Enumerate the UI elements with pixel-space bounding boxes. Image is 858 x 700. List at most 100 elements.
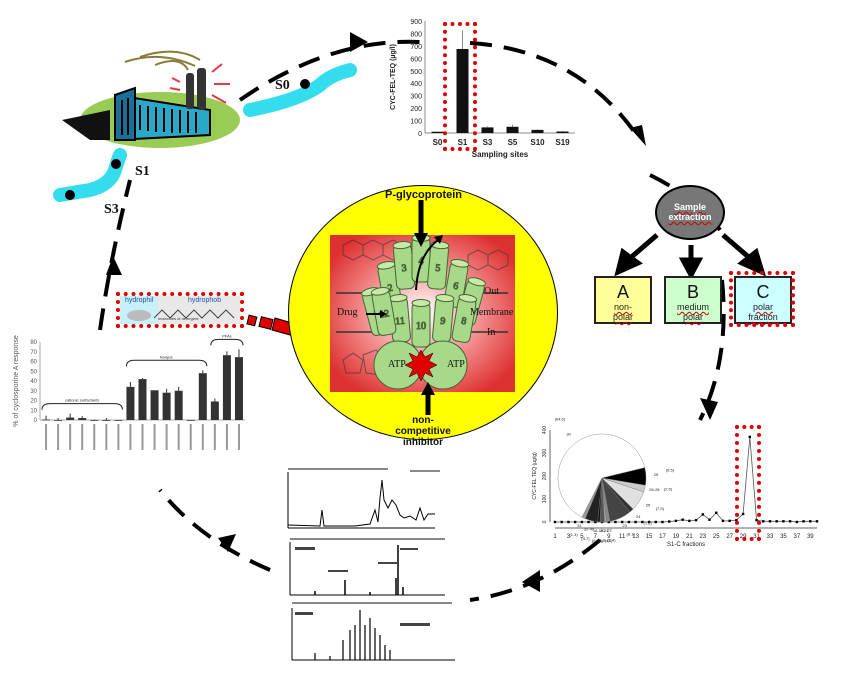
data-point: [728, 519, 731, 523]
helix-number-11: 11: [395, 316, 406, 328]
inhibitor-label-line1: non-competitive: [395, 415, 451, 437]
bar-c4: [78, 418, 87, 420]
sample-extraction-label-1: Sample: [673, 202, 706, 212]
fraction-a-line2: polar: [612, 312, 633, 322]
data-point: [815, 520, 819, 523]
x-tick-label-c16: [225, 424, 228, 450]
arrowhead-left: [106, 256, 122, 275]
x-tick-label-c6: [105, 424, 108, 450]
x-tick-label-c15: [213, 424, 216, 450]
data-point: [661, 520, 664, 524]
y-tick-label: 30: [30, 389, 37, 395]
data-point: [580, 520, 584, 524]
atp-left-label: ATP: [388, 359, 406, 370]
atp-right-label: ATP: [447, 359, 465, 370]
y-tick-label: 400: [410, 81, 422, 88]
fraction-a-letter: A: [616, 282, 629, 302]
arrowhead-top: [350, 32, 368, 52]
pie-value-label: (6.5): [666, 468, 675, 473]
y-tick-label: 40: [30, 379, 37, 385]
pie-value-label: (7.5): [656, 506, 665, 511]
extraction-arrows: [614, 233, 766, 281]
x-tick-label: 25: [713, 534, 720, 540]
x-tick-label: S0: [433, 138, 443, 147]
x-tick-label: S3: [483, 138, 493, 147]
s1-highlight-box: [443, 22, 477, 151]
pie-value-label: (64.6): [555, 417, 566, 422]
x-tick-label-c9: [141, 424, 144, 450]
helix-8: 8: [451, 294, 478, 343]
x-tick-label: 39: [807, 534, 814, 540]
data-point: [701, 513, 704, 516]
sampling-points: [65, 79, 310, 200]
x-tick-label-c7: [117, 424, 120, 450]
fraction-c-line1: polar: [752, 302, 773, 312]
fraction-c-letter: C: [756, 282, 770, 302]
arrowhead-right: [700, 398, 718, 420]
spectrum-a: [287, 468, 440, 529]
arrowhead-bottom-left: [218, 534, 236, 552]
y-tick-label: 800: [410, 31, 422, 38]
x-tick-label: 21: [686, 534, 693, 540]
bar-c10: [150, 390, 159, 420]
pie-value-label: (1.3): [569, 532, 578, 537]
bar-S19: [556, 131, 569, 133]
pie-label: 23: [623, 523, 628, 528]
fraction-b-letter: B: [686, 282, 699, 302]
bar-c15: [210, 401, 219, 420]
data-point: [721, 519, 725, 523]
sample-extraction-node: Sample extraction: [655, 185, 725, 240]
site-dot-s1: [111, 159, 121, 169]
helix-top: [450, 259, 470, 268]
hydrophilic-head-icon: [127, 310, 151, 321]
x-tick-label: 7: [594, 534, 598, 540]
pgp-title: P-glycoprotein: [385, 189, 463, 201]
helix-number-3: 3: [401, 263, 407, 274]
x-tick-label: 37: [794, 534, 801, 540]
fraction-c-highlight-box: [729, 271, 795, 327]
y-tick-label: 0: [418, 131, 422, 138]
site-label-s3: S3: [104, 202, 119, 217]
group-bracket: [41, 403, 123, 410]
spectrum-b: [289, 538, 445, 596]
helix-10: 10: [411, 299, 431, 348]
y-tick-label: 0: [542, 520, 548, 523]
pie-value-label: (8.1): [627, 532, 636, 537]
x-tick-label-c1: [45, 424, 48, 450]
bar-S10: [531, 129, 544, 133]
data-point: [775, 520, 778, 523]
data-point: [788, 520, 792, 523]
group-label: PFAs: [222, 333, 232, 338]
y-tick-label: 600: [410, 56, 422, 63]
efflux-arrow: [415, 239, 439, 291]
data-point: [782, 520, 785, 523]
bar-c12: [174, 390, 183, 420]
factory-icon: [62, 50, 240, 148]
data-point: [587, 520, 590, 524]
x-tick-label-c3: [69, 424, 72, 450]
bar-c14: [198, 373, 207, 420]
hydrophob-label: hydrophob: [188, 297, 222, 304]
y-tick-label: 50: [30, 369, 37, 375]
pie-value-label: (0.84): [592, 538, 603, 543]
data-point: [768, 520, 772, 523]
fraction-30-highlight-box: [735, 425, 761, 541]
y-tick-label: 80: [30, 340, 37, 346]
group-label: Nonpol.: [160, 354, 174, 359]
helix-top: [392, 241, 412, 250]
helix-top: [467, 277, 486, 287]
data-point: [607, 520, 610, 524]
helix-number-8: 8: [460, 316, 467, 328]
pie-label: 26-28: [649, 487, 660, 492]
helix-number-6: 6: [452, 281, 459, 293]
x-tick-label: 35: [780, 534, 787, 540]
pie-slice-31: [581, 477, 603, 519]
pgp-in-label: In: [487, 327, 496, 338]
data-point: [694, 518, 698, 522]
data-point: [647, 520, 651, 524]
y-tick-label: 20: [30, 399, 37, 405]
inhibitor-label-line2: inhibitor: [403, 437, 443, 448]
